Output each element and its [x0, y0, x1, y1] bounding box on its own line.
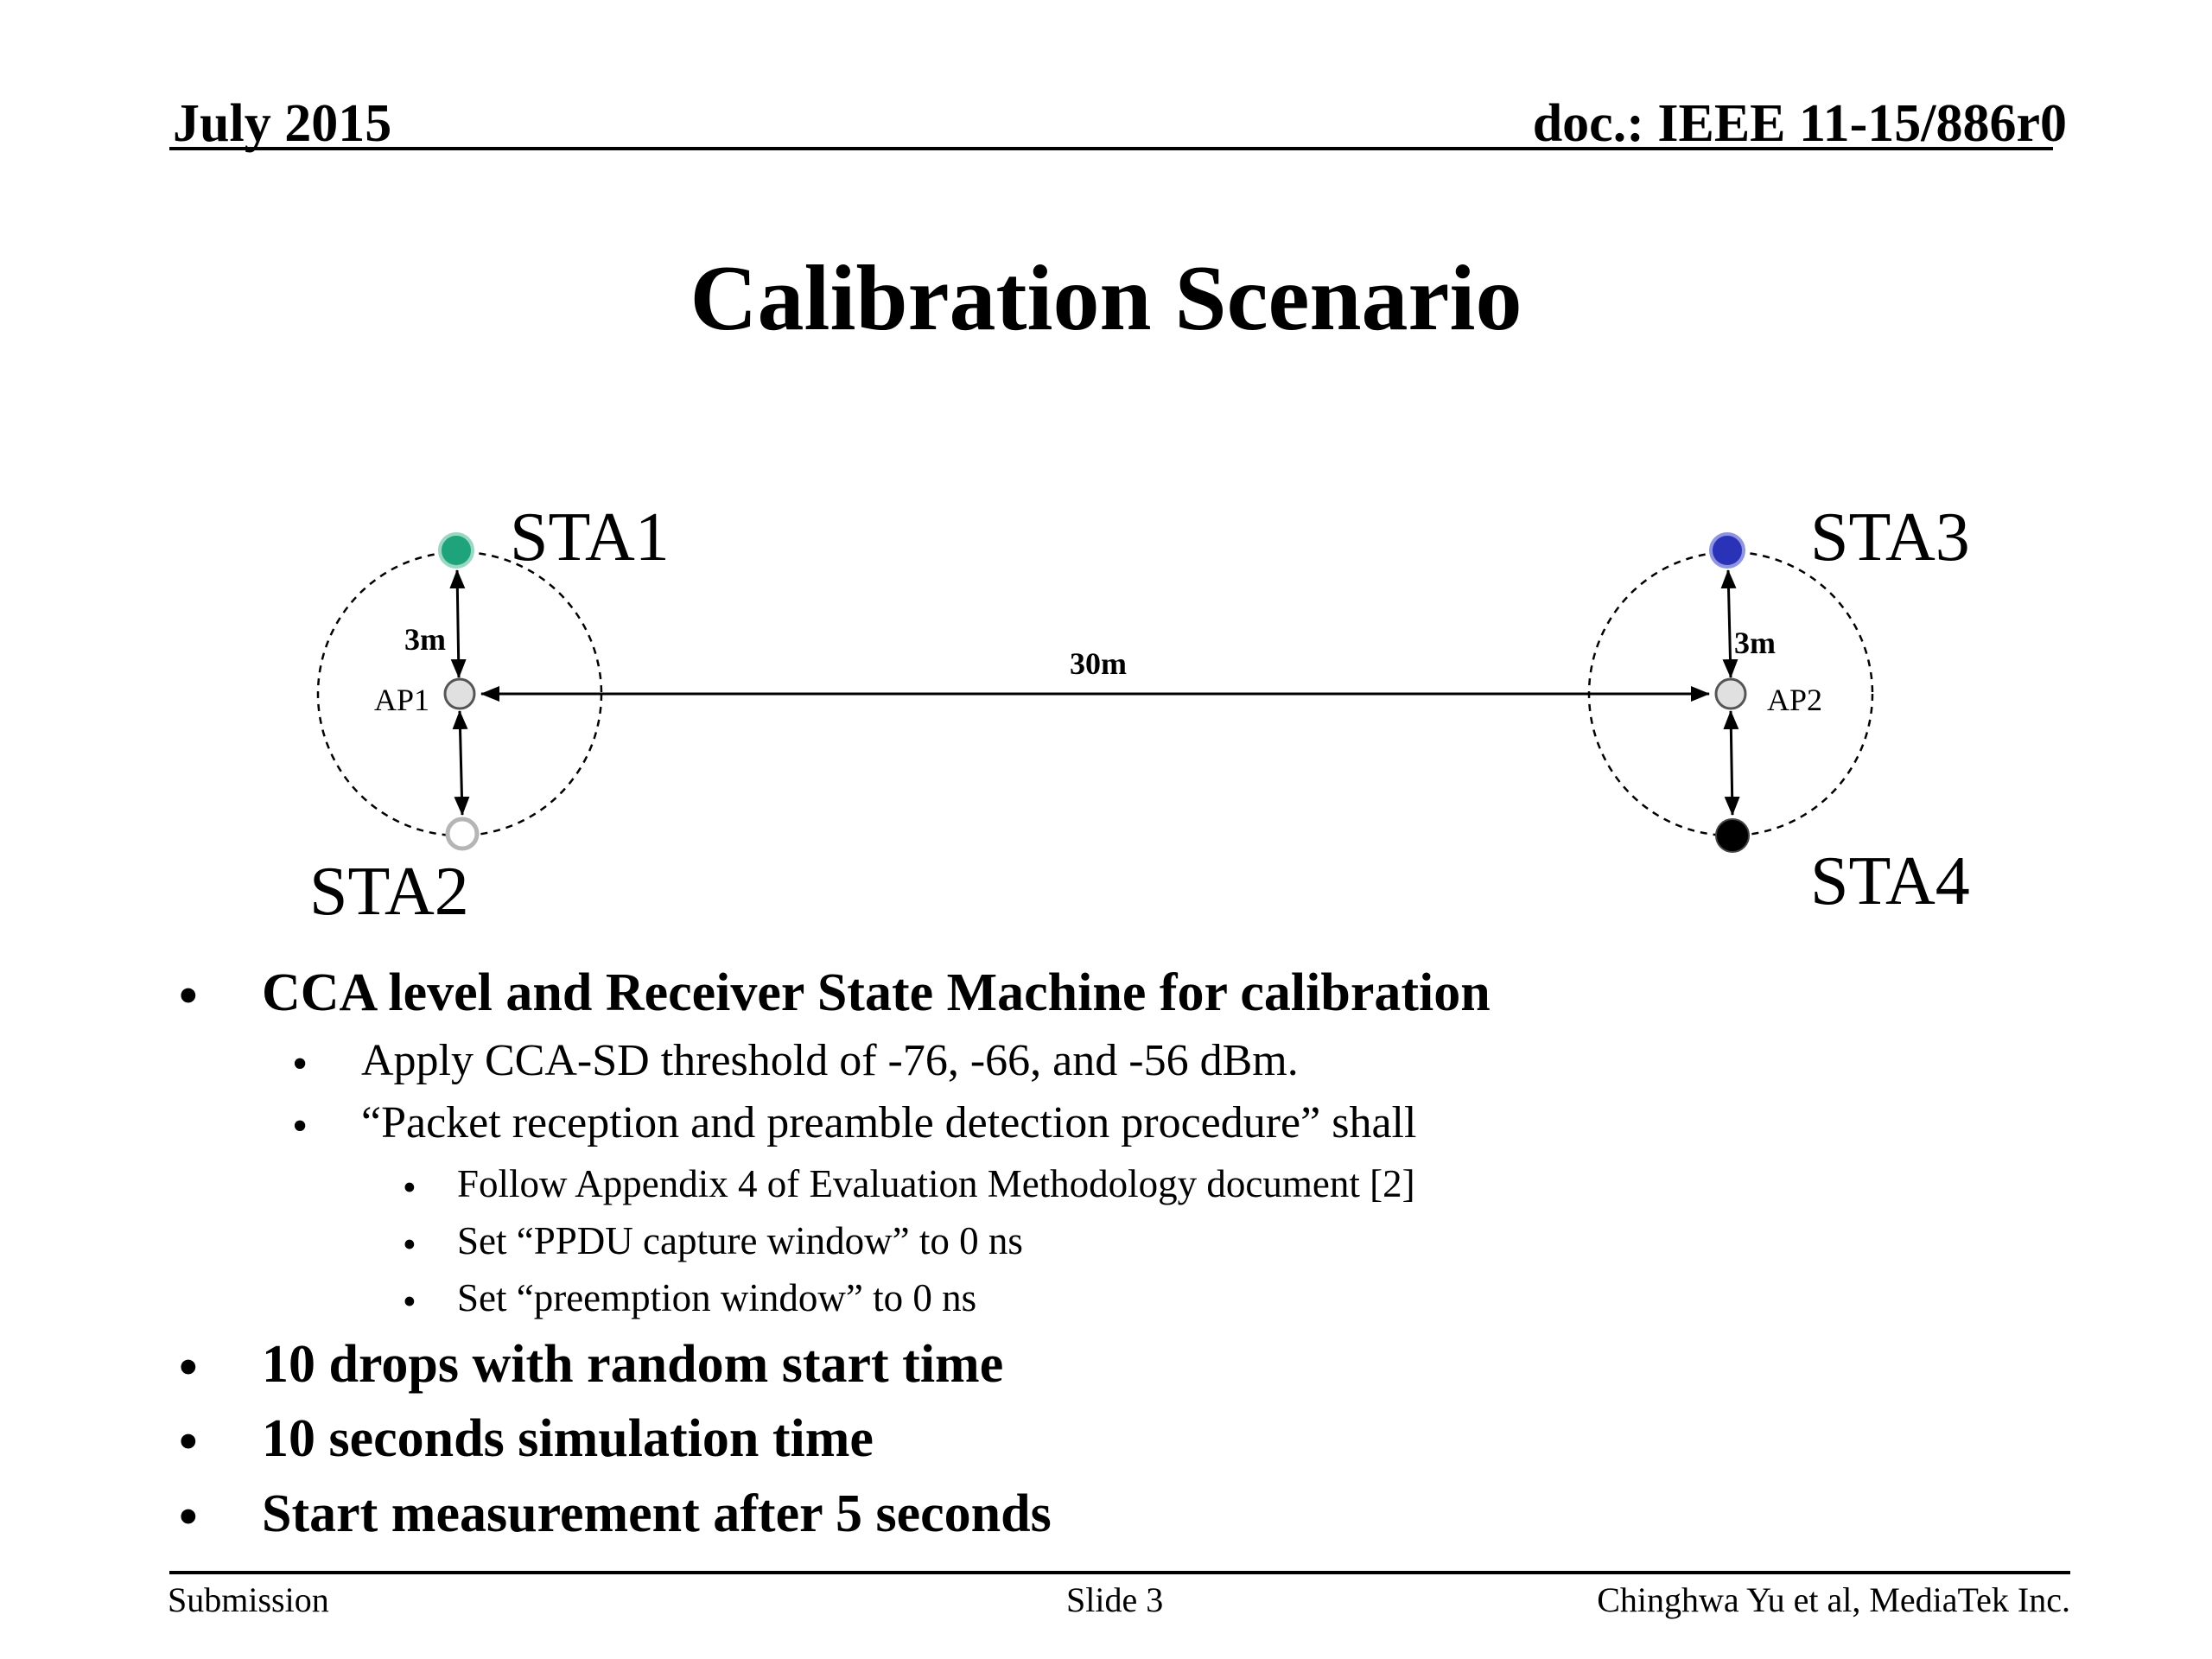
bullet-dot: •	[403, 1280, 416, 1323]
ap1-node	[443, 677, 476, 710]
ap1-sta1-arrow	[449, 569, 467, 678]
footer-slide-number: Slide 3	[1066, 1580, 1164, 1619]
bullet-dot: •	[403, 1223, 416, 1266]
bullet-dot: •	[179, 967, 198, 1026]
sta1-node	[438, 532, 474, 569]
slide-title: Calibration Scenario	[690, 247, 1522, 350]
ap1-distance-label: 3m	[404, 622, 446, 657]
sta3-node	[1709, 532, 1745, 569]
header-doc-id: doc.: IEEE 11-15/886r0	[1532, 94, 2067, 153]
bullet-dot: •	[179, 1413, 198, 1471]
ap-ap-distance-label: 30m	[1070, 646, 1127, 681]
bullet-packet-reception: “Packet reception and preamble detection…	[361, 1098, 1417, 1147]
ap2-sta3-arrow	[1720, 569, 1738, 678]
footer-submission: Submission	[168, 1580, 329, 1619]
bullet-appendix-4: Follow Appendix 4 of Evaluation Methodol…	[457, 1162, 1415, 1205]
header-date: July 2015	[173, 94, 392, 153]
footer-author: Chinghwa Yu et al, MediaTek Inc.	[1597, 1580, 2070, 1619]
bullet-dot: •	[292, 1102, 308, 1151]
bullet-ten-drops: 10 drops with random start time	[262, 1335, 1004, 1394]
bullet-dot: •	[179, 1488, 198, 1547]
bullet-dot: •	[403, 1166, 416, 1209]
ap1-sta2-arrow	[452, 710, 470, 816]
bullet-preemption: Set “preemption window” to 0 ns	[457, 1276, 977, 1319]
ap2-node	[1714, 677, 1747, 710]
header-rule	[169, 147, 2053, 150]
bullet-cca-sd-threshold: Apply CCA-SD threshold of -76, -66, and …	[361, 1036, 1299, 1085]
bullet-dot: •	[292, 1039, 308, 1089]
sta2-node	[445, 817, 480, 851]
ap2-distance-label: 3m	[1734, 626, 1776, 660]
sta2-label: STA2	[309, 854, 469, 930]
sta4-node	[1715, 818, 1750, 853]
sta1-label: STA1	[510, 499, 670, 575]
sta3-label: STA3	[1810, 499, 1970, 575]
ap2-label: AP2	[1767, 683, 1822, 717]
bullet-start-measurement: Start measurement after 5 seconds	[262, 1484, 1052, 1543]
bullet-ppdu-capture: Set “PPDU capture window” to 0 ns	[457, 1219, 1023, 1262]
bullet-sim-time: 10 seconds simulation time	[262, 1409, 874, 1468]
ap2-sta4-arrow	[1723, 710, 1740, 816]
sta4-label: STA4	[1810, 843, 1970, 919]
footer-rule	[169, 1571, 2070, 1574]
bullet-cca-level: CCA level and Receiver State Machine for…	[262, 963, 1491, 1022]
ap1-label: AP1	[374, 683, 429, 717]
calibration-diagram: STA1 STA2 STA3 STA4 AP1 AP2 3m 3m 30m	[309, 499, 1970, 930]
bullet-dot: •	[179, 1338, 198, 1397]
